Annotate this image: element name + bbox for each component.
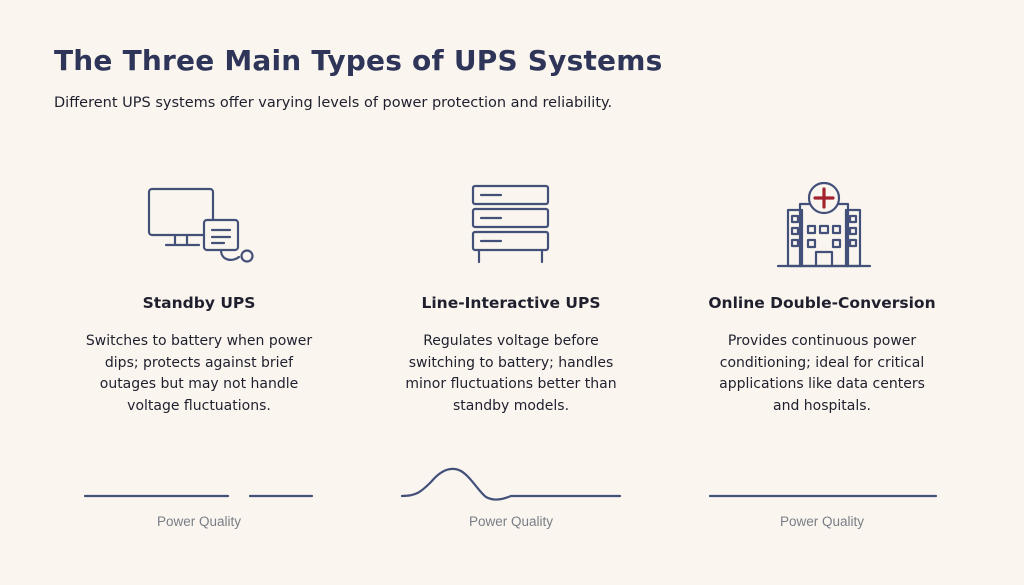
card-description: Regulates voltage before switching to ba… [405,333,617,414]
card-description: Switches to battery when power dips; pro… [85,333,313,414]
card-title: Standby UPS [142,294,256,312]
page-title: The Three Main Types of UPS Systems [54,44,663,77]
card-title: Online Double-Conversion [708,294,936,312]
power-quality-label: Power Quality [156,514,242,529]
page-subtitle: Different UPS systems offer varying leve… [54,95,613,111]
monitor-with-plug-icon [147,187,254,263]
ups-card-standby: Standby UPS Switches to battery when pow… [49,170,349,550]
hospital-building-icon [776,181,872,268]
power-quality-label: Power Quality [468,514,554,529]
power-quality-wave-interrupted [83,494,314,498]
server-rack-icon [471,184,550,264]
card-description: Provides continuous power conditioning; … [719,333,925,414]
ups-card-line-interactive: Line-Interactive UPS Regulates voltage b… [361,170,661,550]
ups-card-online-double-conversion: Online Double-Conversion Provides contin… [672,170,972,550]
power-quality-wave-bump [400,467,622,501]
power-quality-wave-continuous [708,494,938,498]
power-quality-label: Power Quality [779,514,865,529]
card-title: Line-Interactive UPS [421,294,601,312]
